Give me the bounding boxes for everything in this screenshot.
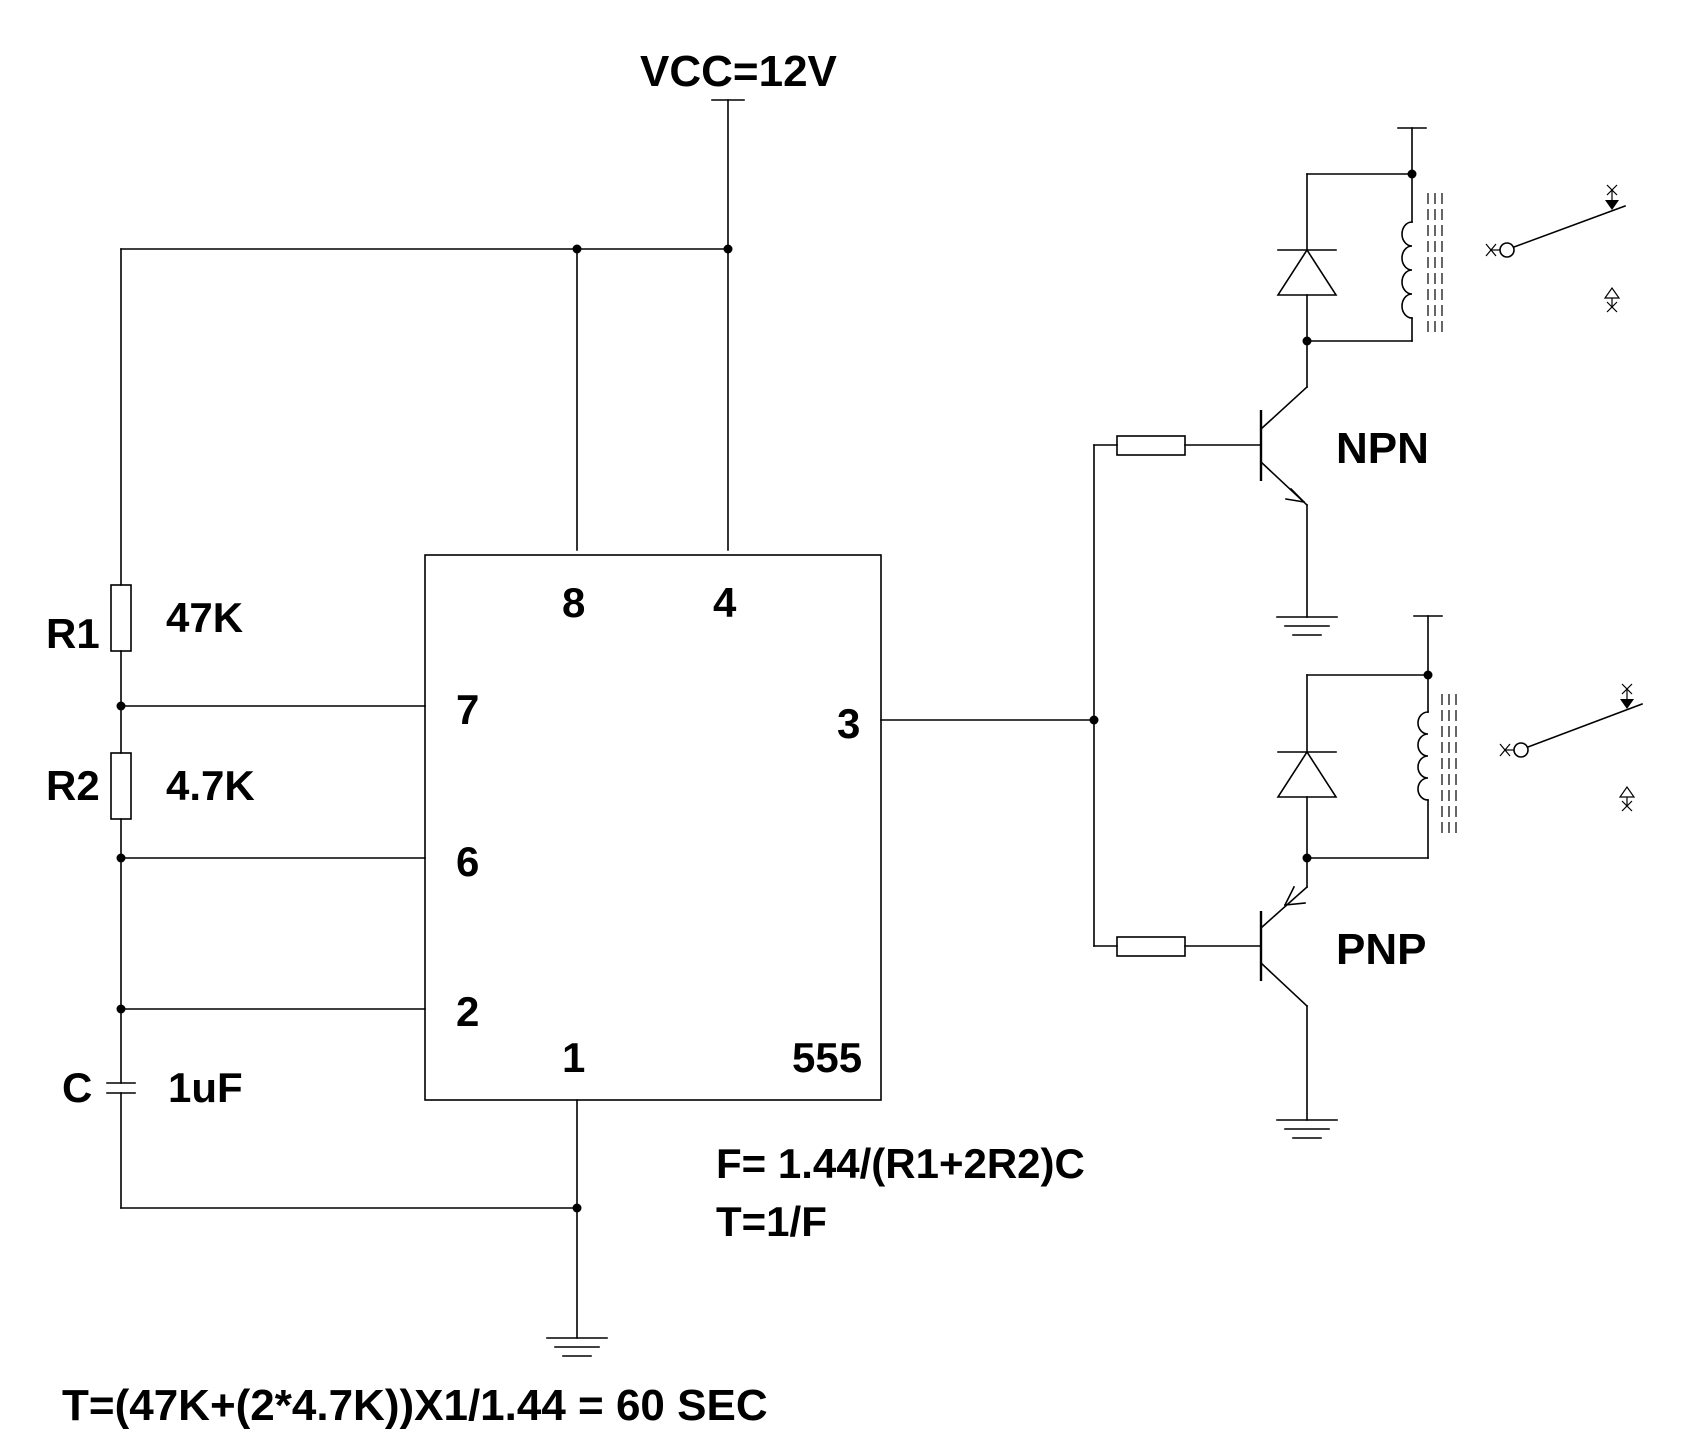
ic-name: 555: [792, 1034, 862, 1081]
capacitor: [106, 1082, 136, 1094]
pnp-flyback-diode: [1276, 750, 1338, 798]
frequency-formula: F= 1.44/(R1+2R2)C: [716, 1140, 1085, 1187]
vcc-terminal: [711, 99, 745, 551]
pnp-transistor: [1259, 857, 1309, 1121]
r2-name: R2: [46, 762, 100, 809]
npn-relay-coil: [1401, 221, 1413, 319]
pin-8-label: 8: [562, 579, 585, 626]
npn-label: NPN: [1336, 424, 1429, 473]
junction-dot: [723, 244, 733, 254]
r2-resistor: [110, 752, 132, 820]
pin-4-label: 4: [713, 579, 737, 626]
pnp-label: PNP: [1336, 925, 1426, 974]
ground-symbol: [1276, 616, 1338, 636]
pnp-relay-switch: [1499, 683, 1644, 812]
ground-symbol: [1276, 1119, 1338, 1139]
c-value: 1uF: [168, 1064, 243, 1111]
junction-dot: [572, 244, 582, 254]
ic-555-body: [424, 554, 882, 1101]
r1-name: R1: [46, 610, 100, 657]
npn-transistor: [1259, 340, 1309, 618]
pin-2-label: 2: [456, 988, 479, 1035]
r2-value: 4.7K: [166, 762, 255, 809]
pin-1-label: 1: [562, 1034, 585, 1081]
r1-value: 47K: [166, 594, 243, 641]
period-formula: T=1/F: [716, 1198, 827, 1245]
pnp-relay-coil: [1417, 711, 1429, 801]
npn-relay-core: [1427, 193, 1443, 336]
vcc-label: VCC=12V: [640, 47, 838, 96]
npn-relay-switch: [1485, 184, 1627, 313]
npn-relay-supply: [1397, 127, 1427, 175]
pin-3-label: 3: [837, 700, 860, 747]
pin-6-label: 6: [456, 838, 479, 885]
pnp-relay-supply: [1413, 615, 1443, 676]
c-name: C: [62, 1064, 92, 1111]
pnp-base-resistor: [1116, 936, 1186, 957]
npn-flyback-diode: [1276, 248, 1338, 296]
npn-base-resistor: [1116, 435, 1186, 456]
ground-symbol: [546, 1337, 608, 1357]
top-rail-wire: [120, 248, 729, 586]
pnp-relay-core: [1441, 694, 1457, 838]
pin-7-label: 7: [456, 686, 479, 733]
period-calculation: T=(47K+(2*4.7K))X1/1.44 = 60 SEC: [62, 1381, 768, 1430]
r1-resistor: [110, 584, 132, 652]
